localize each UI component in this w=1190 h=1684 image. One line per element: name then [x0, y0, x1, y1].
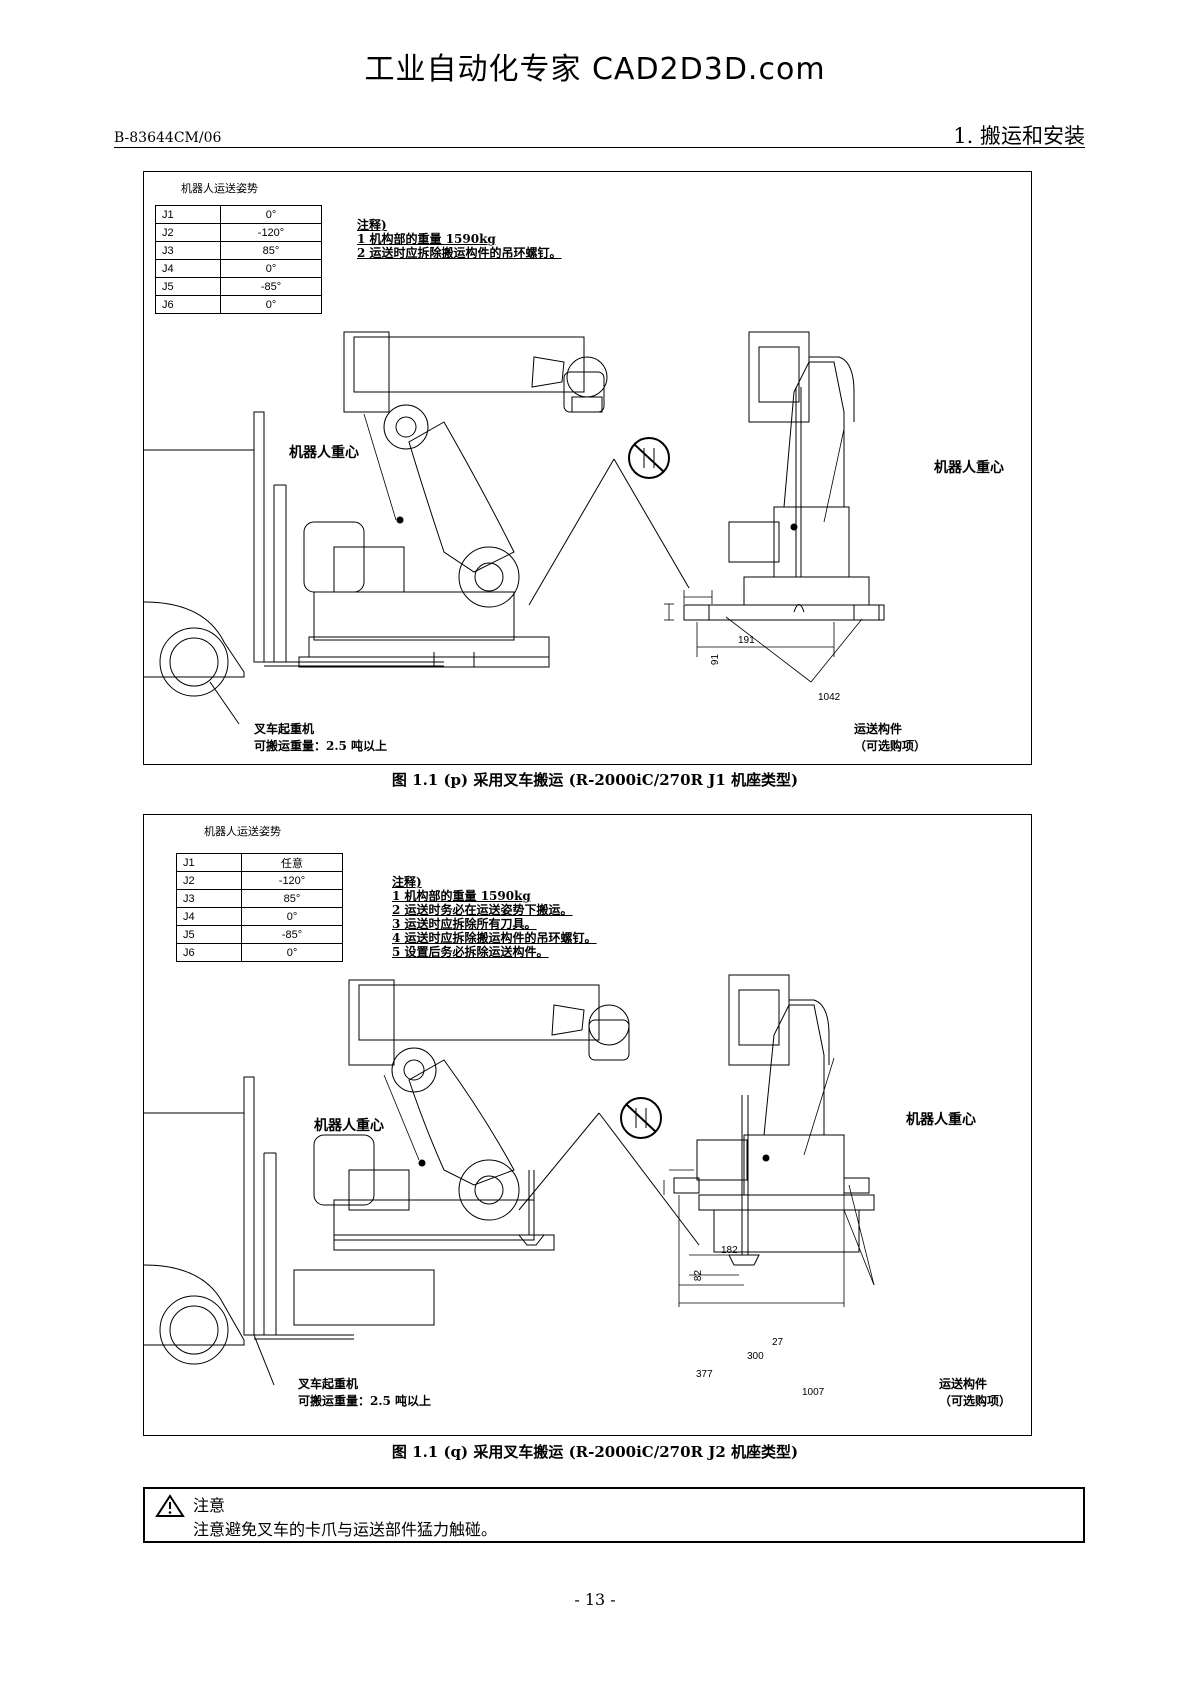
forklift-label: 叉车起重机 — [254, 722, 315, 736]
caution-title: 注意 — [193, 1496, 226, 1515]
transport-member-label: 运送构件 — [854, 722, 903, 736]
notes: 注释) 1 机构部的重量 1590kg 2 运送时应拆除搬运构件的吊环螺钉。 — [357, 218, 562, 260]
table-row: J5-85° — [176, 925, 343, 944]
dim-27: 27 — [772, 1337, 784, 1348]
caution-text: 注意避免叉车的卡爪与运送部件猛力触碰。 — [193, 1520, 498, 1539]
header-rule — [114, 147, 1085, 148]
option-label: （可选购项） — [854, 739, 927, 753]
figure-q-drawing — [144, 974, 875, 1386]
page-number: - 13 - — [574, 1590, 616, 1609]
cog-label-right: 机器人重心 — [934, 460, 1004, 476]
no-lift-symbol — [628, 437, 670, 479]
table-row: J5-85° — [155, 277, 322, 296]
document-code: B-83644CM/06 — [114, 130, 222, 146]
forklift-drawing — [144, 1076, 354, 1386]
dim-1042: 1042 — [818, 692, 841, 703]
figure-p-drawing — [144, 331, 885, 725]
forklift-label: 叉车起重机 — [298, 1377, 359, 1391]
dim-1007: 1007 — [802, 1387, 825, 1398]
forklift-capacity: 可搬运重量：2.5 吨以上 — [254, 739, 388, 753]
option-label: （可选购项） — [939, 1394, 1012, 1408]
robot-front-view — [673, 974, 875, 1266]
forklift-capacity: 可搬运重量：2.5 吨以上 — [298, 1394, 432, 1408]
cog-label-right: 机器人重心 — [906, 1112, 976, 1128]
cog-label-left: 机器人重心 — [314, 1118, 384, 1134]
figure-p-caption: 图 1.1 (p) 采用叉车搬运 (R-2000iC/270R J1 机座类型) — [391, 771, 799, 789]
table-row: J2-120° — [176, 871, 343, 890]
chapter-title: 1. 搬运和安装 — [953, 124, 1085, 148]
dim-82: 82 — [693, 1269, 705, 1282]
transport-member-label: 运送构件 — [939, 1377, 988, 1391]
dim-300: 300 — [747, 1351, 764, 1362]
warning-triangle-icon — [155, 1494, 185, 1517]
posture-title: 机器人运送姿势 — [204, 825, 281, 838]
posture-title: 机器人运送姿势 — [181, 182, 258, 195]
dim-91: 91 — [710, 653, 722, 666]
dim-191: 191 — [738, 635, 755, 646]
table-row: J2-120° — [155, 223, 322, 242]
notes: 注释) 1 机构部的重量 1590kg 2 运送时务必在运送姿势下搬运。 3 运… — [392, 875, 597, 959]
figure-q-caption: 图 1.1 (q) 采用叉车搬运 (R-2000iC/270R J2 机座类型) — [391, 1443, 799, 1461]
dim-182: 182 — [721, 1245, 738, 1256]
forklift-drawing — [144, 411, 444, 725]
watermark-banner: 工业自动化专家 CAD2D3D.com — [364, 52, 826, 87]
dimension-lines — [383, 1057, 875, 1307]
robot-side-view — [298, 331, 608, 668]
robot-side-view — [293, 979, 630, 1326]
dim-377: 377 — [696, 1369, 713, 1380]
cog-label-left: 机器人重心 — [289, 445, 359, 461]
dimension-lines — [363, 413, 863, 683]
caution-box: 注意 注意避免叉车的卡爪与运送部件猛力触碰。 — [143, 1487, 1085, 1543]
robot-front-view — [683, 331, 885, 621]
no-lift-symbol — [620, 1097, 662, 1139]
